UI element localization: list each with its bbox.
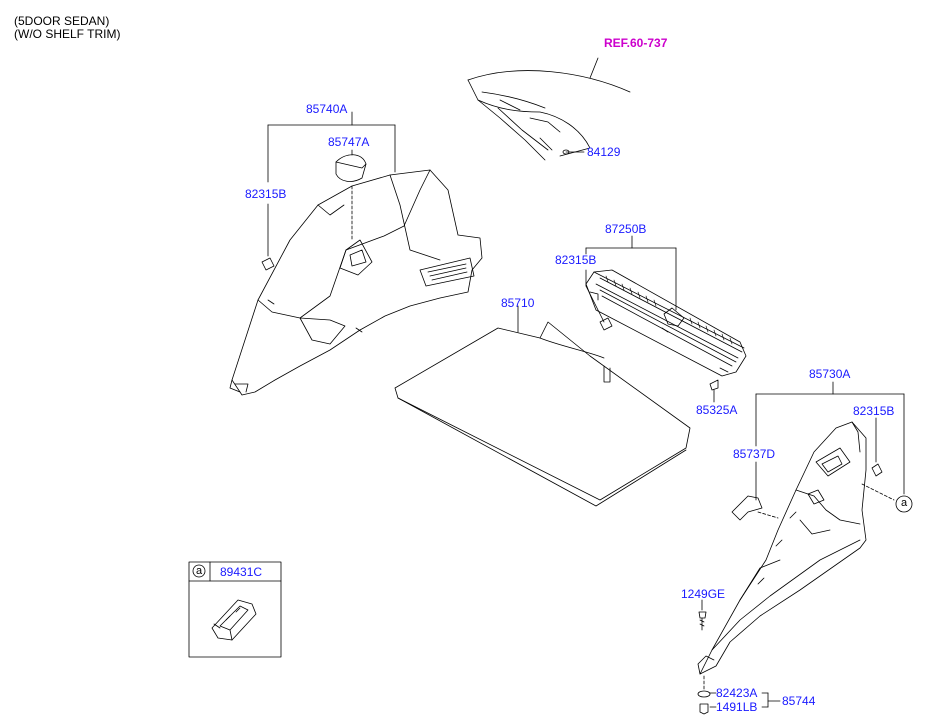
cap-85747A xyxy=(335,154,367,182)
part-label-84129[interactable]: 84129 xyxy=(587,145,621,159)
bracket-85730A xyxy=(755,381,905,501)
part-label-82315B-right[interactable]: 82315B xyxy=(853,404,895,418)
callout-a-circle xyxy=(895,495,913,513)
clip-82315B-left xyxy=(261,257,275,271)
clip-84129 xyxy=(562,149,570,155)
part-label-87250B[interactable]: 87250B xyxy=(605,222,647,236)
part-label-82315B-left[interactable]: 82315B xyxy=(245,187,287,201)
header-line-1: (5DOOR SEDAN) xyxy=(14,14,110,28)
leader-85737D-dash xyxy=(757,511,779,519)
ref-leader xyxy=(589,57,599,79)
part-label-1491LB[interactable]: 1491LB xyxy=(716,700,758,714)
part-label-82423A[interactable]: 82423A xyxy=(716,686,758,700)
callout-a-label: a xyxy=(900,497,908,509)
clip-82315B-mid xyxy=(599,317,613,331)
part-label-85730A[interactable]: 85730A xyxy=(809,367,851,381)
left-side-trim-drawing xyxy=(229,169,483,396)
cap-85747A-edge xyxy=(335,161,367,169)
bracket-85740A xyxy=(267,111,396,257)
inset-part-label-89431C[interactable]: 89431C xyxy=(220,565,263,579)
part-label-85325A[interactable]: 85325A xyxy=(696,403,738,417)
washer-82423A xyxy=(697,690,711,698)
bolt-1249GE xyxy=(698,599,707,631)
transverse-trim-ribs xyxy=(605,275,733,345)
rear-shelf-ref-drawing xyxy=(467,70,631,161)
bracket-87250B xyxy=(585,235,677,323)
transverse-trim-drawing xyxy=(585,269,747,377)
nut-1491LB xyxy=(699,703,709,715)
part-label-1249GE[interactable]: 1249GE xyxy=(681,587,726,601)
part-label-85747A[interactable]: 85747A xyxy=(328,135,370,149)
clip-85325A xyxy=(709,379,719,391)
part-label-82315B-mid[interactable]: 82315B xyxy=(555,253,597,267)
floor-mat-drawing xyxy=(394,321,691,507)
part-label-85710[interactable]: 85710 xyxy=(501,296,535,310)
part-label-85744[interactable]: 85744 xyxy=(782,694,816,708)
clip-82315B-right xyxy=(871,463,883,477)
part-89431C-drawing xyxy=(211,599,257,641)
part-label-85740A[interactable]: 85740A xyxy=(306,102,348,116)
bracket-85744 xyxy=(761,692,781,708)
reference-label[interactable]: REF.60-737 xyxy=(604,36,668,50)
right-side-trim-drawing xyxy=(697,421,867,675)
cap-85737D xyxy=(731,495,763,521)
inset-marker-label: a xyxy=(195,565,203,577)
inset-box xyxy=(188,561,282,658)
header-line-2: (W/O SHELF TRIM) xyxy=(14,27,121,41)
part-label-85737D[interactable]: 85737D xyxy=(733,447,776,461)
